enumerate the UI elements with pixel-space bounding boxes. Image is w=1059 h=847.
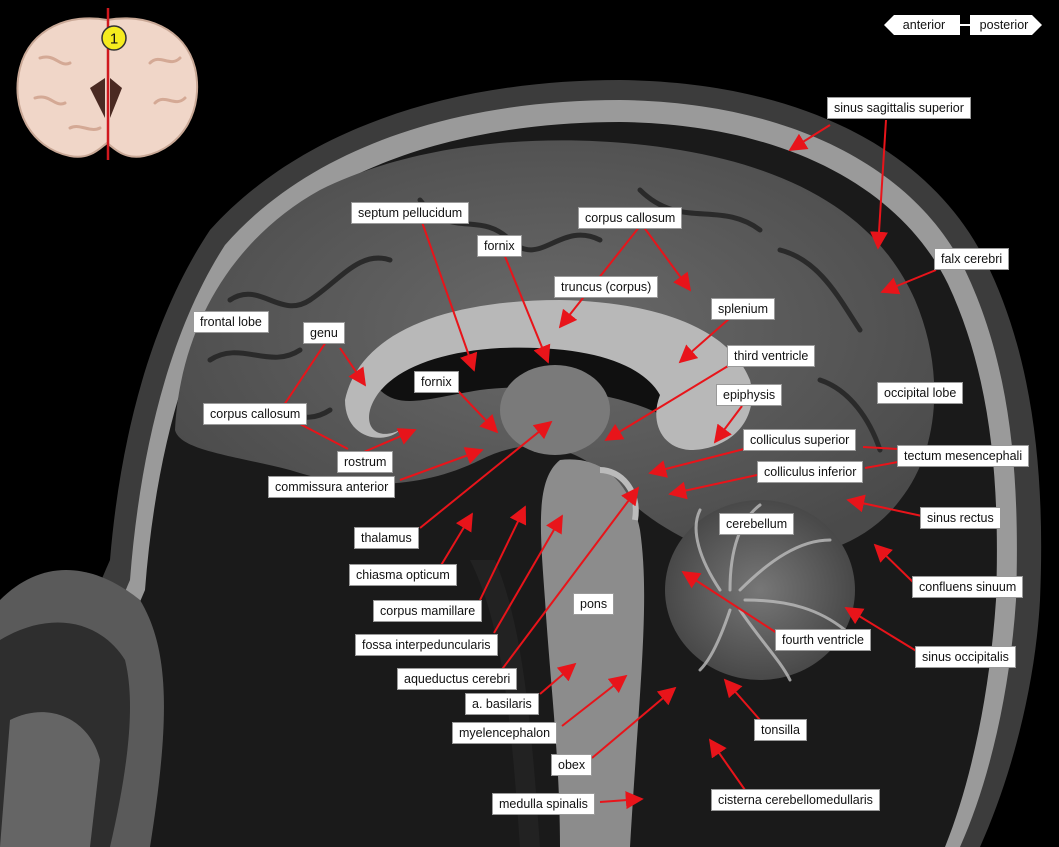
- label-septum-pellucidum: septum pellucidum: [351, 202, 470, 224]
- label-genu: genu: [303, 322, 345, 344]
- slice-number: 1: [110, 31, 118, 48]
- label-fornix-top: fornix: [477, 235, 522, 257]
- label-sinus-rectus: sinus rectus: [920, 507, 1001, 529]
- label-colliculus-superior: colliculus superior: [743, 429, 857, 451]
- label-cisterna-cerebellomedullaris: cisterna cerebellomedullaris: [711, 789, 880, 811]
- label-epiphysis: epiphysis: [716, 384, 783, 406]
- label-aqueductus-cerebri: aqueductus cerebri: [397, 668, 518, 690]
- slice-marker-icon: [101, 25, 127, 51]
- label-third-ventricle: third ventricle: [727, 345, 816, 367]
- label-corpus-callosum-left: corpus callosum: [203, 403, 308, 425]
- label-obex: obex: [551, 754, 593, 776]
- coronal-thumbnail-icon: 1: [16, 8, 199, 160]
- label-commissura-anterior: commissura anterior: [268, 476, 396, 498]
- label-fourth-ventricle: fourth ventricle: [775, 629, 871, 651]
- label-truncus: truncus (corpus): [554, 276, 659, 298]
- label-myelencephalon: myelencephalon: [452, 722, 558, 744]
- label-sinus-occipitalis: sinus occipitalis: [915, 646, 1016, 668]
- label-tectum-mesencephali: tectum mesencephali: [897, 445, 1030, 467]
- label-a-basilaris: a. basilaris: [465, 693, 539, 715]
- label-rostrum: rostrum: [337, 451, 394, 473]
- label-splenium: splenium: [711, 298, 776, 320]
- anterior-direction-label: anterior: [884, 15, 960, 35]
- label-occipital-lobe: occipital lobe: [877, 382, 964, 404]
- label-falx-cerebri: falx cerebri: [934, 248, 1010, 270]
- label-colliculus-inferior: colliculus inferior: [757, 461, 864, 483]
- label-frontal-lobe: frontal lobe: [193, 311, 269, 333]
- label-thalamus: thalamus: [354, 527, 419, 549]
- label-sinus-sagittalis-superior: sinus sagittalis superior: [827, 97, 971, 119]
- label-chiasma-opticum: chiasma opticum: [349, 564, 457, 586]
- label-corpus-mamillare: corpus mamillare: [373, 600, 483, 622]
- label-medulla-spinalis: medulla spinalis: [492, 793, 595, 815]
- posterior-direction-label: posterior: [970, 15, 1042, 35]
- label-fossa-interpeduncularis: fossa interpeduncularis: [355, 634, 498, 656]
- label-confluens-sinuum: confluens sinuum: [912, 576, 1024, 598]
- label-cerebellum: cerebellum: [719, 513, 795, 535]
- label-tonsilla: tonsilla: [754, 719, 807, 741]
- orientation-divider: [958, 24, 972, 26]
- label-corpus-callosum-top: corpus callosum: [578, 207, 683, 229]
- label-fornix-mid: fornix: [414, 371, 459, 393]
- label-pons: pons: [573, 593, 615, 615]
